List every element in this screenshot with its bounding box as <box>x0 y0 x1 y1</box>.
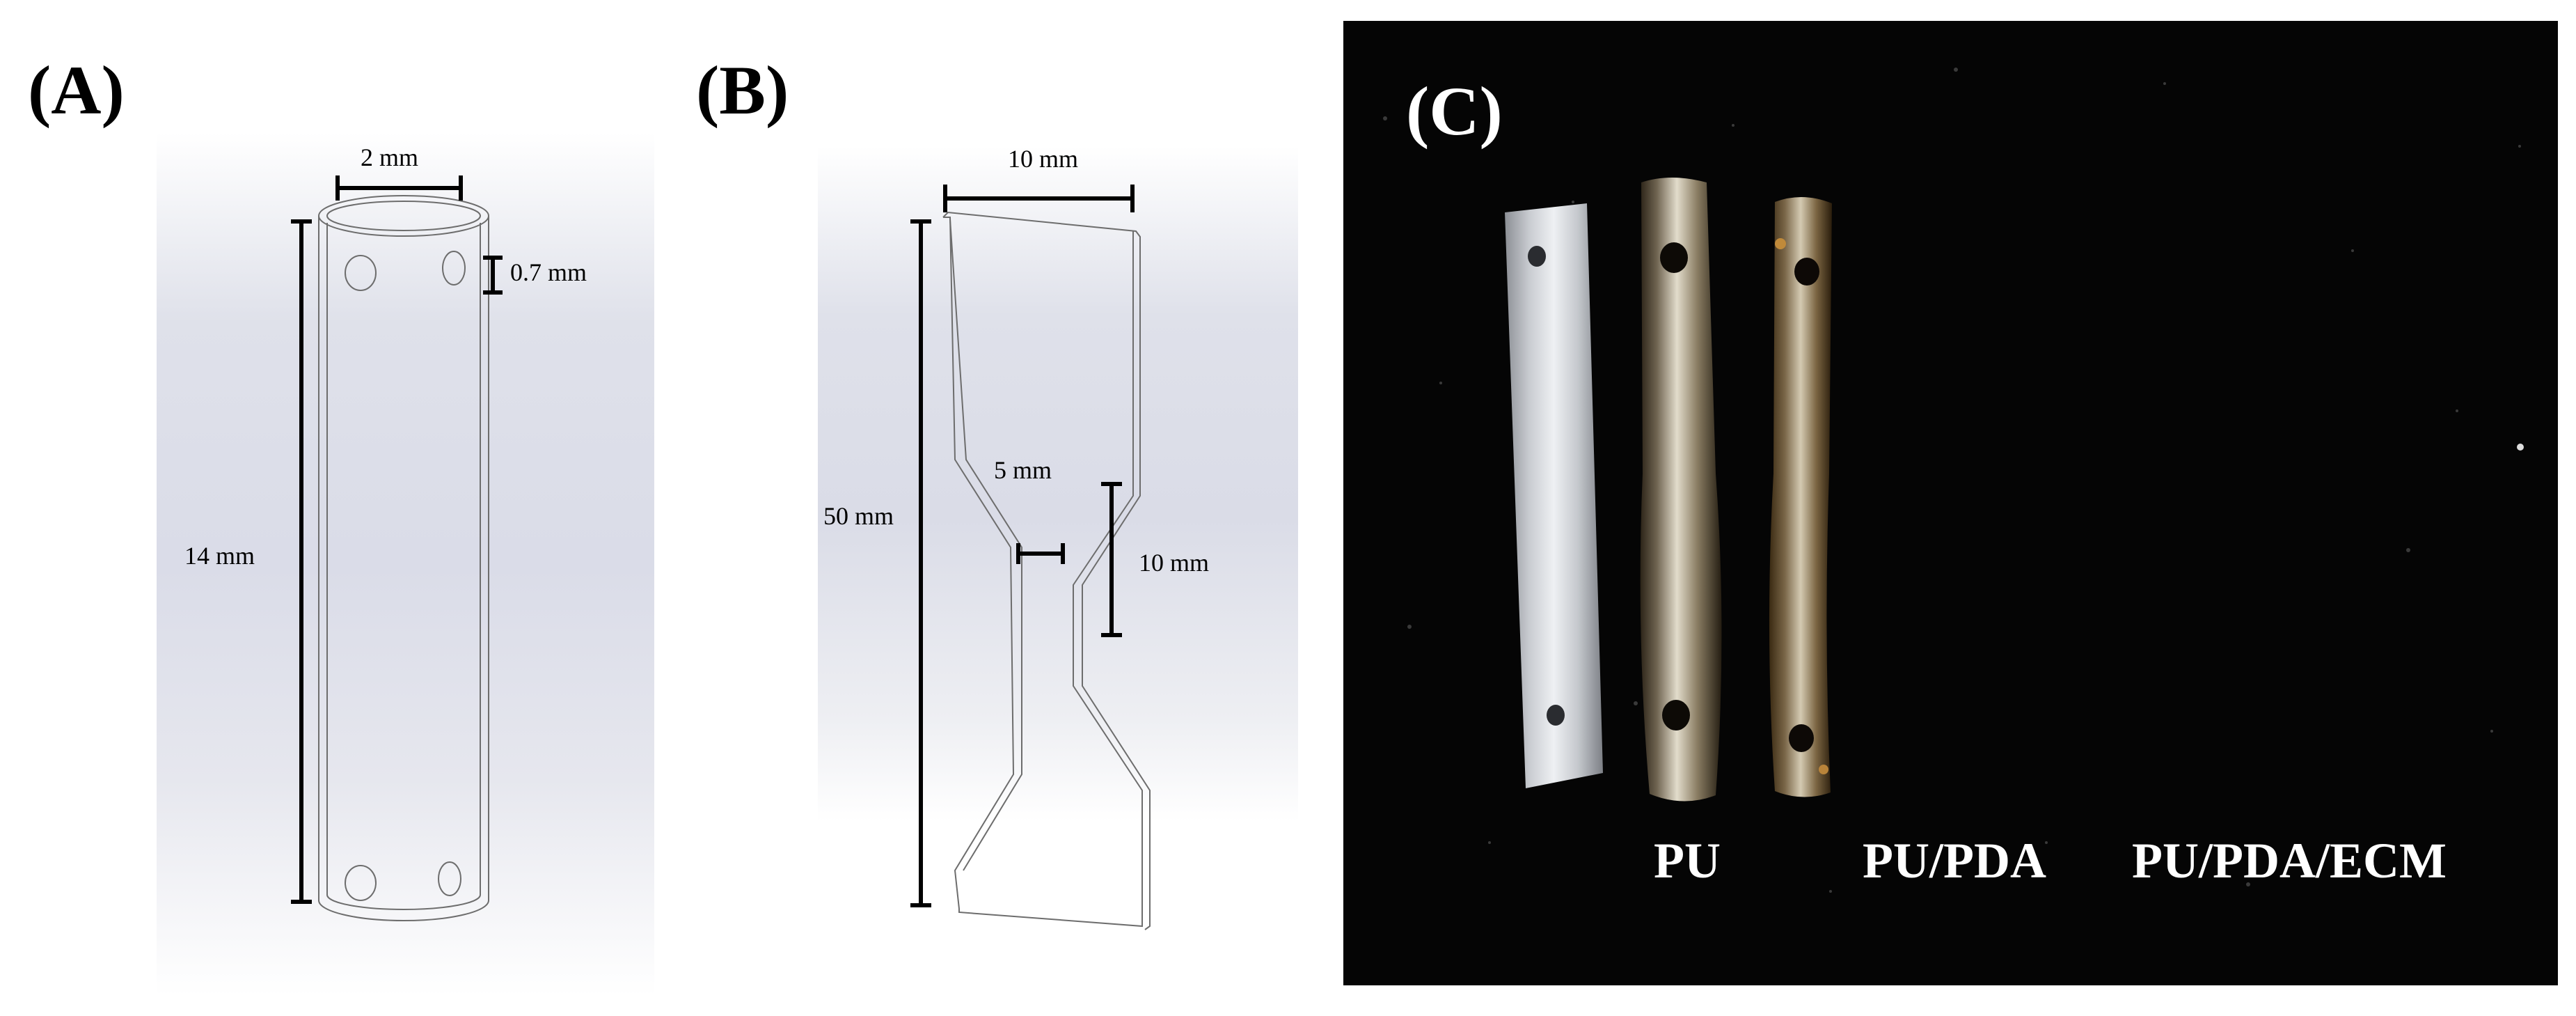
pu-pda-ecm-sample <box>1769 196 1832 797</box>
pu-pda-sample <box>1640 178 1722 802</box>
bright-speck <box>2517 444 2524 451</box>
tube-length-label: 14 mm <box>184 542 255 570</box>
panel-c-label: (C) <box>1406 72 1503 150</box>
neck-width-label: 5 mm <box>994 456 1052 484</box>
background-speckles <box>1383 68 2521 893</box>
dogbone-drawing <box>942 211 1151 930</box>
panel-b-background <box>818 146 1298 822</box>
sample-photo-drawing <box>1383 68 2524 893</box>
panel-a-label: (A) <box>28 52 125 129</box>
sample-label-pu-pda-ecm: PU/PDA/ECM <box>2132 833 2447 889</box>
panel-a-dimension-bars <box>291 175 503 904</box>
panel-b-dimension-bars <box>910 185 1135 907</box>
panel-b-label: (B) <box>696 52 789 129</box>
tube-diameter-label: 2 mm <box>361 143 419 171</box>
panel-c-photo <box>1343 21 2558 985</box>
pu-sample <box>1505 203 1603 788</box>
dogbone-width-label: 10 mm <box>1008 145 1079 173</box>
gauge-length-label: 10 mm <box>1139 549 1210 577</box>
panel-a-background <box>157 132 654 996</box>
sample-label-pu-pda: PU/PDA <box>1863 833 2046 889</box>
dogbone-length-label: 50 mm <box>823 502 894 530</box>
sample-label-pu: PU <box>1654 833 1721 889</box>
tube-drawing <box>318 195 489 921</box>
hole-diameter-label: 0.7 mm <box>510 258 587 286</box>
